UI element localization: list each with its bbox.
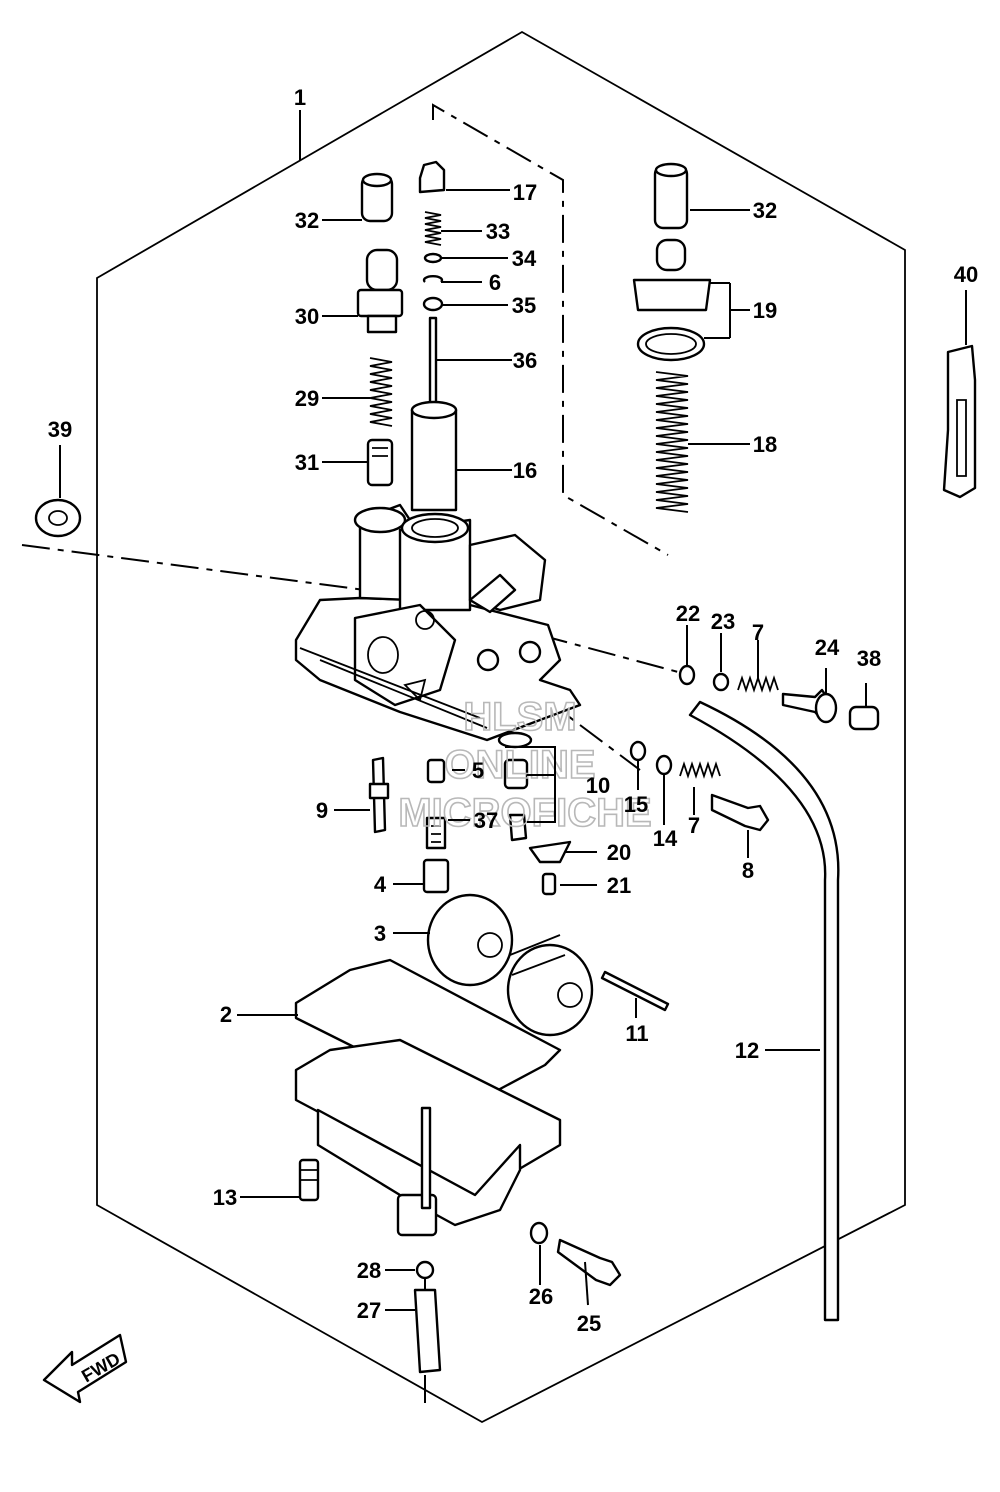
part-25-drain-screw	[556, 1238, 622, 1287]
part-6-clip	[422, 275, 444, 283]
part-20-plate	[528, 840, 572, 864]
part-29-spring-left	[369, 357, 393, 427]
part-40-slot	[956, 399, 967, 477]
label-39: 39	[48, 417, 72, 442]
part-7-spring-lower	[679, 761, 721, 779]
part-9-starter-jet	[368, 756, 390, 834]
part-11-float-pin	[600, 970, 670, 1012]
part-39-nut	[34, 498, 82, 538]
part-37-needle-jet	[425, 816, 447, 850]
label-4: 4	[374, 872, 387, 897]
label-7-upper: 7	[752, 620, 764, 645]
label-10: 10	[586, 773, 610, 798]
part-13-screw	[298, 1158, 320, 1202]
part-23-washer	[712, 672, 730, 692]
part-2-gasket	[294, 958, 562, 1107]
part-27-tube	[413, 1288, 442, 1374]
label-32-left: 32	[295, 208, 319, 233]
alignment-line-jets	[499, 664, 641, 771]
label-24: 24	[815, 635, 840, 660]
alignment-line-39	[21, 544, 366, 591]
label-36: 36	[513, 348, 537, 373]
label-34: 34	[512, 246, 537, 271]
label-2: 2	[220, 1002, 232, 1027]
label-3: 3	[374, 921, 386, 946]
part-16-throttle-valve	[410, 400, 458, 512]
label-32-right: 32	[753, 198, 777, 223]
label-35: 35	[512, 293, 536, 318]
part-34-washer	[423, 252, 443, 264]
part-19-cap-and-gasket	[632, 238, 712, 362]
label-15: 15	[624, 792, 648, 817]
alignment-line-top	[432, 103, 669, 556]
label-1: 1	[294, 85, 306, 110]
watermark-line-3: MICROFICHE	[398, 791, 651, 835]
part-3-float	[426, 893, 594, 1037]
leader-lines	[59, 110, 967, 1311]
label-31: 31	[295, 450, 319, 475]
label-16: 16	[513, 458, 537, 483]
part-32-cap-right	[653, 162, 689, 230]
label-23: 23	[711, 609, 735, 634]
label-18: 18	[753, 432, 777, 457]
label-11: 11	[625, 1021, 648, 1046]
label-28: 28	[357, 1258, 381, 1283]
watermark-line-1: HLSM	[463, 695, 576, 739]
label-8: 8	[742, 858, 754, 883]
part-24-pilot-screw	[781, 688, 838, 724]
label-30: 30	[295, 304, 319, 329]
callout-labels: 1 2 3 4 5 6 7 7 8 9 10 11 12 13 14 15 16…	[48, 85, 978, 1336]
label-21: 21	[607, 873, 631, 898]
carburetor-body	[294, 503, 582, 742]
label-22: 22	[676, 601, 700, 626]
part-32-cap-left	[360, 172, 394, 223]
part-4-pilot-jet	[422, 858, 450, 894]
part-28-clip	[415, 1260, 435, 1280]
alignment-line-right	[539, 634, 679, 673]
part-31-plunger	[366, 438, 394, 487]
label-19: 19	[753, 298, 777, 323]
label-7-lower: 7	[688, 813, 700, 838]
part-33-spring	[424, 211, 442, 246]
part-15-o-ring	[629, 740, 647, 762]
part-36-needle	[428, 316, 438, 410]
label-20: 20	[607, 840, 631, 865]
part-17-cable-adjuster	[418, 160, 446, 194]
label-40: 40	[954, 262, 978, 287]
part-38-cap	[848, 705, 880, 731]
part-26-washer	[529, 1221, 549, 1245]
part-30-adjuster-left	[356, 248, 404, 334]
part-10-float-valve	[497, 731, 533, 842]
float-chamber	[294, 1038, 562, 1237]
assembly-outline	[96, 30, 906, 1424]
fwd-arrow: FWD	[42, 1333, 128, 1404]
part-40-clip	[942, 344, 977, 499]
label-6: 6	[489, 270, 501, 295]
label-38: 38	[857, 646, 881, 671]
label-5: 5	[472, 758, 484, 783]
part-5-main-jet	[426, 758, 446, 784]
label-25: 25	[577, 1311, 601, 1336]
label-37: 37	[474, 808, 498, 833]
label-17: 17	[513, 180, 537, 205]
part-8-throttle-stop-screw	[710, 793, 770, 832]
part-21-screw	[541, 872, 557, 896]
label-13: 13	[213, 1185, 237, 1210]
label-33: 33	[486, 219, 510, 244]
part-18-spring	[655, 371, 689, 513]
label-29: 29	[295, 386, 319, 411]
label-27: 27	[357, 1298, 381, 1323]
label-9: 9	[316, 798, 328, 823]
part-14-washer	[655, 754, 673, 776]
watermark-line-2: ONLINE	[444, 743, 595, 787]
part-35-retainer	[422, 296, 444, 312]
part-22-o-ring	[678, 664, 696, 686]
label-26: 26	[529, 1284, 553, 1309]
part-12-tube	[688, 700, 840, 1322]
label-14: 14	[653, 826, 678, 851]
label-12: 12	[735, 1038, 759, 1063]
